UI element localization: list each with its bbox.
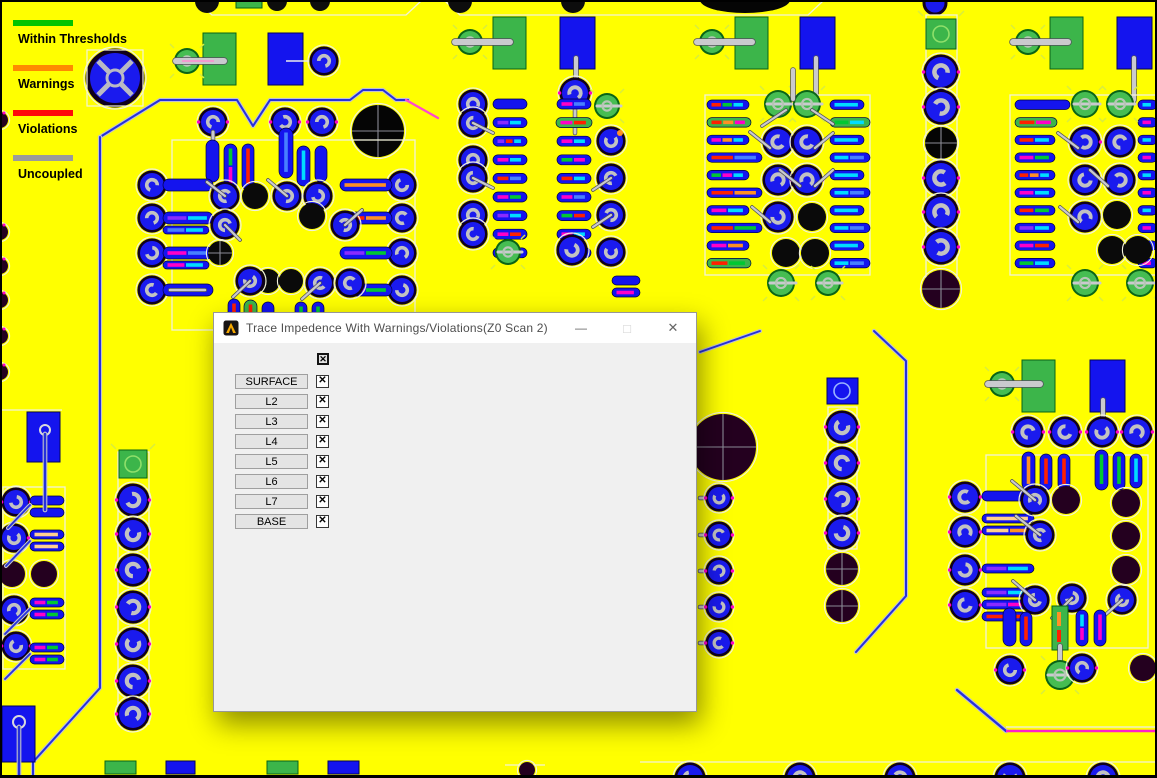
pcb-cluster-dip-center bbox=[456, 75, 641, 298]
layer-visibility-dialog: Trace Impedence With Warnings/Violations… bbox=[213, 312, 697, 712]
dialog-title: Trace Impedence With Warnings/Violations… bbox=[246, 321, 548, 335]
layer-button-l5[interactable]: L5 bbox=[235, 454, 308, 469]
pcb-cluster-right-2 bbox=[1009, 85, 1157, 302]
pcb-top-edge bbox=[195, 0, 948, 16]
layer-checkbox-l3[interactable]: ✕ bbox=[316, 414, 329, 428]
layer-button-l2[interactable]: L2 bbox=[235, 394, 308, 409]
layer-checkbox-l6[interactable]: ✕ bbox=[316, 474, 329, 488]
lambda-logo-icon bbox=[223, 320, 239, 336]
legend-color-bar bbox=[13, 20, 73, 26]
pcb-bottom-edge bbox=[0, 759, 1157, 778]
layer-checkbox-l2[interactable]: ✕ bbox=[316, 394, 329, 408]
pcb-via-column-top bbox=[917, 10, 965, 311]
legend-color-bar bbox=[13, 65, 73, 71]
legend-item-within-thresholds: Within Thresholds bbox=[13, 20, 127, 46]
close-icon: ✕ bbox=[667, 320, 679, 335]
pcb-mount-hole bbox=[83, 46, 147, 110]
layer-button-l3[interactable]: L3 bbox=[235, 414, 308, 429]
legend-label: Warnings bbox=[18, 77, 75, 91]
layer-checkbox-l5[interactable]: ✕ bbox=[316, 454, 329, 468]
maximize-button[interactable]: □ bbox=[604, 313, 650, 343]
pcb-component-pairs bbox=[169, 16, 1153, 431]
legend-item-violations: Violations bbox=[13, 110, 127, 136]
layer-button-surface[interactable]: SURFACE bbox=[235, 374, 308, 389]
pcb-cluster-left bbox=[0, 109, 66, 778]
maximize-icon: □ bbox=[623, 320, 631, 336]
legend-label: Within Thresholds bbox=[18, 32, 127, 46]
layer-button-l4[interactable]: L4 bbox=[235, 434, 308, 449]
select-all-checkbox[interactable]: ✕ bbox=[317, 353, 329, 365]
layer-checkbox-l4[interactable]: ✕ bbox=[316, 434, 329, 448]
layer-checkbox-surface[interactable]: ✕ bbox=[316, 374, 329, 388]
layer-button-l7[interactable]: L7 bbox=[235, 494, 308, 509]
legend-label: Uncoupled bbox=[18, 167, 83, 181]
layer-checkbox-base[interactable]: ✕ bbox=[316, 514, 329, 528]
pcb-via-stub-column bbox=[687, 411, 759, 659]
legend-color-bar bbox=[13, 155, 73, 161]
layer-checkbox-l7[interactable]: ✕ bbox=[316, 494, 329, 508]
layer-button-base[interactable]: BASE bbox=[235, 514, 308, 529]
pcb-cluster-qfn-top-left bbox=[135, 105, 419, 331]
close-button[interactable]: ✕ bbox=[650, 313, 696, 343]
legend-item-warnings: Warnings bbox=[13, 65, 127, 91]
minimize-button[interactable]: — bbox=[558, 313, 604, 343]
dialog-titlebar[interactable]: Trace Impedence With Warnings/Violations… bbox=[214, 313, 696, 343]
pcb-cluster-right-1 bbox=[704, 67, 871, 302]
pcb-traces bbox=[30, 87, 1157, 778]
legend-item-uncoupled: Uncoupled bbox=[13, 155, 127, 181]
legend-color-bar bbox=[13, 110, 73, 116]
pcb-drill-hole bbox=[349, 102, 407, 160]
pcb-via-column-left bbox=[110, 443, 156, 733]
legend-label: Violations bbox=[18, 122, 78, 136]
pcb-cluster-qfn-bottom-right bbox=[947, 414, 1157, 695]
layer-button-l6[interactable]: L6 bbox=[235, 474, 308, 489]
minimize-icon: — bbox=[575, 321, 587, 335]
pcb-via-column-mid bbox=[823, 377, 861, 625]
